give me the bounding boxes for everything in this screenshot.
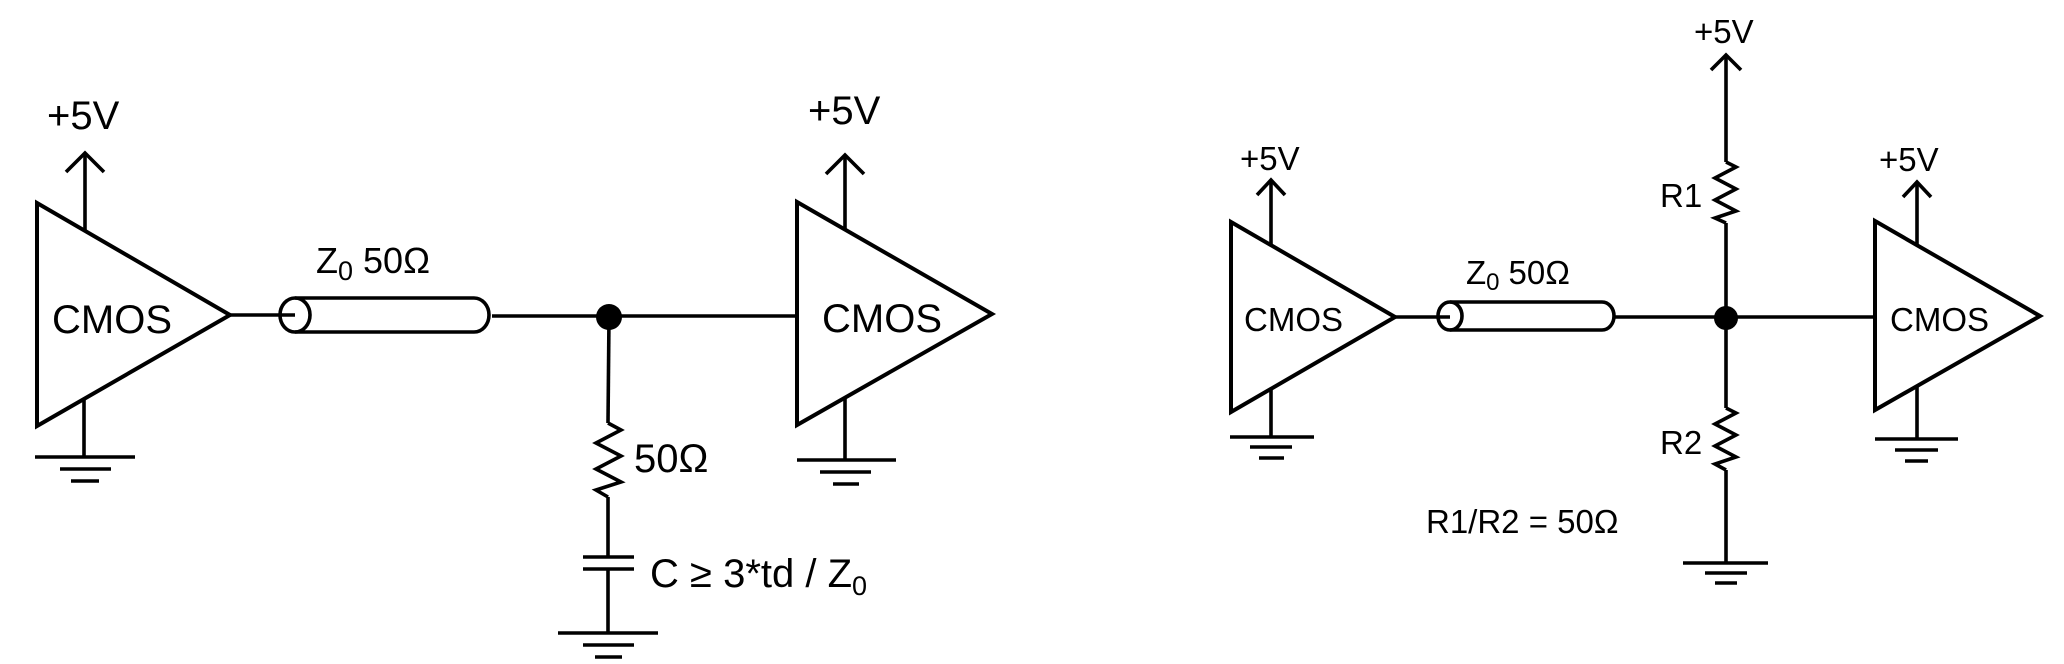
left-receiver-ground-icon [797, 458, 896, 486]
right-receiver-supply-label: +5V [1879, 141, 1939, 178]
resistor-zigzag-icon [1710, 160, 1741, 225]
right-coax-body [1450, 300, 1616, 332]
left-driver-label: CMOS [52, 298, 172, 342]
resistor-zigzag-icon [1710, 406, 1741, 472]
left-driver-supply-arrow-icon [64, 150, 106, 174]
right-driver-label: CMOS [1244, 301, 1343, 338]
left-termination-resistor: 50Ω [591, 316, 708, 499]
right-receiver-label: CMOS [1890, 301, 1989, 338]
r1-label: R1 [1660, 177, 1702, 214]
right-pullup-resistor: +5V R1 [1660, 13, 1754, 317]
left-driver-supply-label: +5V [47, 94, 120, 138]
left-capacitor-ground-icon [558, 631, 658, 659]
r2-label: R2 [1660, 424, 1702, 461]
left-driver-triangle [35, 199, 234, 430]
right-pulldown-resistor: R2 [1660, 318, 1768, 585]
left-driver-buffer: +5V CMOS [35, 94, 234, 483]
right-driver-supply-arrow-icon [1255, 177, 1287, 197]
right-driver-triangle [1229, 218, 1399, 416]
left-coax-body [295, 296, 491, 334]
left-receiver-buffer: +5V CMOS [795, 89, 997, 486]
left-coax-end [278, 296, 312, 334]
right-driver-supply-label: +5V [1240, 140, 1300, 177]
right-pulldown-ground-icon [1683, 561, 1768, 585]
right-receiver-ground-icon [1875, 437, 1958, 463]
left-capacitor-value-label: C ≥ 3*td / Z0 [650, 552, 867, 601]
left-resistor-value-label: 50Ω [634, 437, 708, 481]
left-resistor-lead [606, 316, 611, 424]
right-top-supply-label: +5V [1694, 13, 1754, 50]
right-resistor-ratio-note: R1/R2 = 50Ω [1426, 503, 1619, 540]
right-driver-buffer: +5V CMOS [1229, 140, 1399, 460]
right-coax-end [1436, 300, 1464, 332]
right-receiver-triangle [1873, 217, 2045, 414]
right-driver-ground-icon [1230, 435, 1314, 460]
left-termination-capacitor: C ≥ 3*td / Z0 [558, 497, 867, 659]
left-receiver-triangle [795, 198, 997, 429]
right-receiver-supply-arrow-icon [1901, 179, 1933, 199]
right-receiver-buffer: +5V CMOS [1873, 141, 2045, 463]
left-receiver-supply-label: +5V [808, 89, 881, 133]
right-top-supply-arrow-icon [1709, 52, 1743, 72]
left-driver-ground-icon [35, 455, 135, 483]
resistor-zigzag-icon [591, 421, 626, 499]
left-receiver-supply-arrow-icon [824, 152, 866, 176]
left-receiver-label: CMOS [822, 297, 942, 341]
